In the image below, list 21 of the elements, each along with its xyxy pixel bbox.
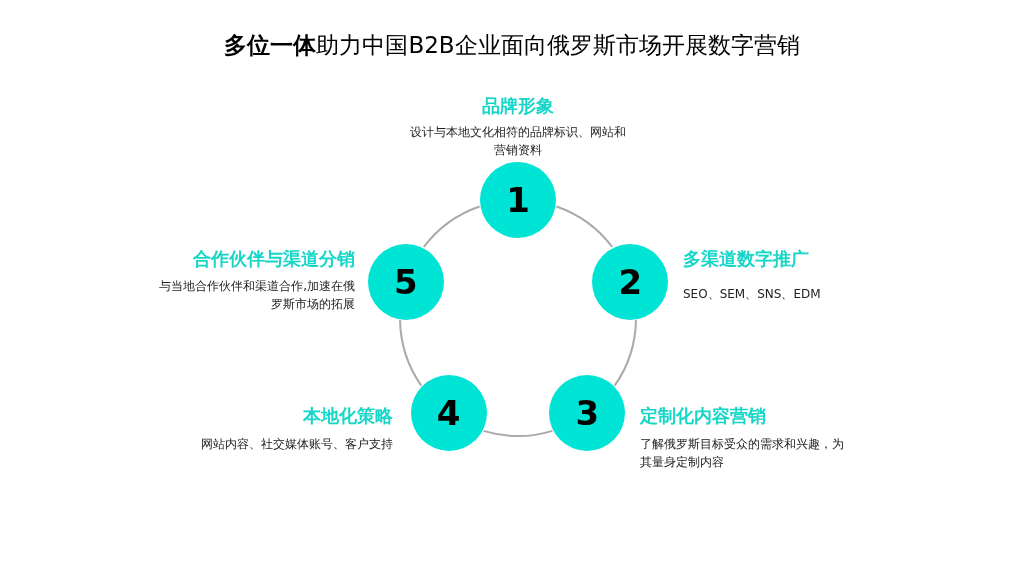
- ring-arc: [613, 319, 637, 387]
- number-circle: 1: [480, 162, 556, 238]
- heading: 合作伙伴与渠道分销: [193, 247, 355, 271]
- description: SEO、SEM、SNS、EDM: [683, 286, 822, 303]
- ring-arc: [482, 429, 554, 437]
- ring-arc: [422, 205, 481, 248]
- number-circle: 4: [410, 375, 487, 452]
- ring-arc: [399, 319, 423, 387]
- number-circle: 2: [592, 243, 669, 320]
- description: 了解俄罗斯目标受众的需求和兴趣，为其量身定制内容: [640, 436, 845, 471]
- heading: 多渠道数字推广: [683, 247, 809, 271]
- number-circle: 3: [549, 375, 626, 452]
- heading: 定制化内容营销: [640, 404, 766, 428]
- description: 设计与本地文化相符的品牌标识、网站和营销资料: [409, 124, 627, 159]
- heading: 品牌形象: [481, 94, 555, 118]
- title: 多位一体助力中国B2B企业面向俄罗斯市场开展数字营销: [223, 31, 801, 60]
- ring-arc: [555, 205, 614, 248]
- description: 网站内容、社交媒体账号、客户支持: [200, 436, 393, 453]
- heading: 本地化策略: [303, 404, 393, 428]
- description: 与当地合作伙伴和渠道合作,加速在俄罗斯市场的拓展: [158, 278, 355, 313]
- number-circle: 5: [367, 243, 444, 320]
